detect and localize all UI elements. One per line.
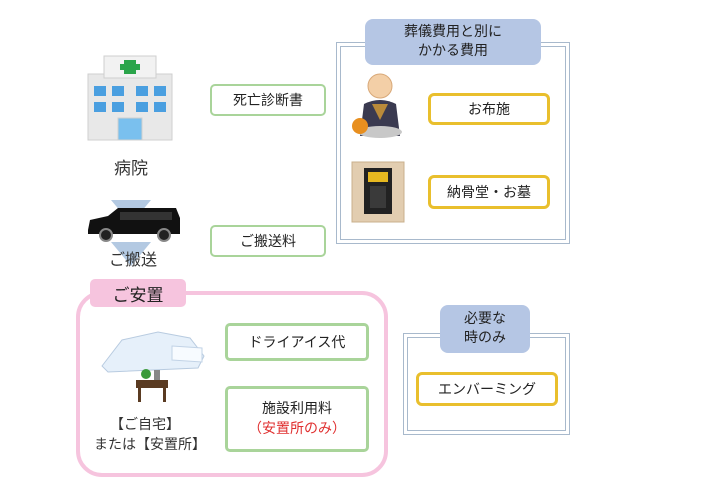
optional-header-line1: 必要な [464,311,506,327]
placement-tag: ご安置 [90,279,186,307]
location-line2: または【安置所】 [94,437,206,453]
facility-fee-label: 施設利用料 [262,401,332,417]
altar-icon [136,369,168,402]
facility-fee-note: （安置所のみ） [248,421,346,437]
ossuary-icon [351,161,405,223]
location-line1: 【ご自宅】 [110,417,180,433]
monk-icon [352,73,402,138]
offering-box: お布施 [428,93,550,125]
optional-header-line2: 時のみ [464,330,506,346]
facility-fee-box: 施設利用料 （安置所のみ） [225,386,369,452]
hospital-label: 病院 [114,159,148,179]
separate-costs-header-line1: 葬儀費用と別に [404,24,502,40]
ossuary-box: 納骨堂・お墓 [428,175,550,209]
transport-fee-box: ご搬送料 [210,225,326,257]
futon-icon [101,331,205,373]
embalming-box: エンバーミング [416,372,558,406]
death-certificate-box: 死亡診断書 [210,84,326,116]
hospital-icon [87,55,173,141]
transport-label: ご搬送 [108,250,157,269]
dry-ice-box: ドライアイス代 [225,323,369,361]
hearse-icon [88,208,180,242]
optional-header: 必要な 時のみ [440,305,530,353]
separate-costs-header: 葬儀費用と別に かかる費用 [365,19,541,65]
separate-costs-header-line2: かかる費用 [418,43,488,59]
flow-arrow-2 [111,242,151,266]
